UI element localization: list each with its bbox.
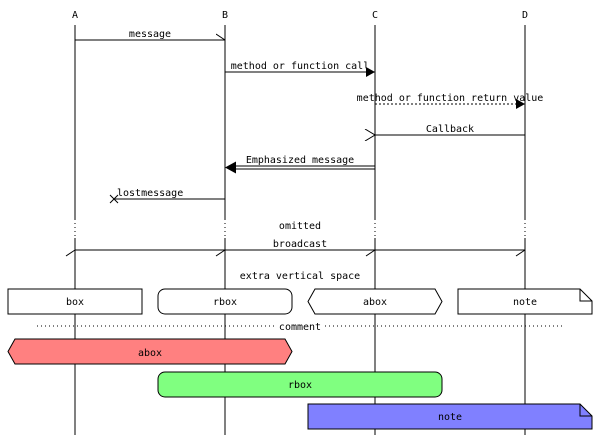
callback-label: Callback (426, 124, 474, 135)
method-return-c-to-d: method or function return value (357, 93, 544, 109)
lifelines-upper (74, 25, 526, 219)
lifelines-lower (74, 238, 526, 435)
rbox-over-b: rbox (157, 288, 293, 315)
broadcast: broadcast (65, 239, 526, 257)
box-over-a: box (7, 288, 143, 315)
emphasized-c-to-b: Emphasized message (225, 155, 375, 174)
note-wide-label: note (438, 412, 462, 423)
comment-divider: comment (37, 320, 563, 333)
rbox-wide-label: rbox (288, 380, 312, 391)
rbox-wide-b-to-c: rbox (157, 371, 443, 398)
entity-label-b: B (222, 10, 228, 21)
abox-wide-a-to-b: abox (7, 338, 293, 365)
entity-label-c: C (372, 10, 378, 21)
lost-message-label: lostmessage (117, 188, 183, 199)
abox-wide-label: abox (138, 348, 162, 359)
lost-message-b: lostmessage (109, 188, 225, 204)
broadcast-label: broadcast (273, 239, 327, 250)
rbox-label: rbox (213, 297, 237, 308)
note-wide-c-to-d: note (307, 403, 593, 430)
method-call-b-to-c: method or function call (225, 61, 375, 77)
note-over-d: note (457, 288, 593, 315)
message-a-to-b: message (75, 29, 225, 41)
omitted-label: omitted (279, 221, 321, 232)
entity-label-a: A (72, 10, 78, 21)
box-label: box (66, 297, 84, 308)
abox-label: abox (363, 297, 387, 308)
message-label: message (129, 29, 171, 40)
comment-label: comment (279, 322, 321, 333)
entity-label-d: D (522, 10, 528, 21)
method-call-label: method or function call (231, 61, 369, 72)
emphasized-label: Emphasized message (246, 155, 354, 166)
abox-over-c: abox (307, 288, 443, 315)
extra-vertical-space-label: extra vertical space (240, 271, 360, 282)
callback-d-to-c: Callback (375, 124, 525, 135)
method-return-label: method or function return value (357, 93, 544, 104)
note-label: note (513, 297, 537, 308)
